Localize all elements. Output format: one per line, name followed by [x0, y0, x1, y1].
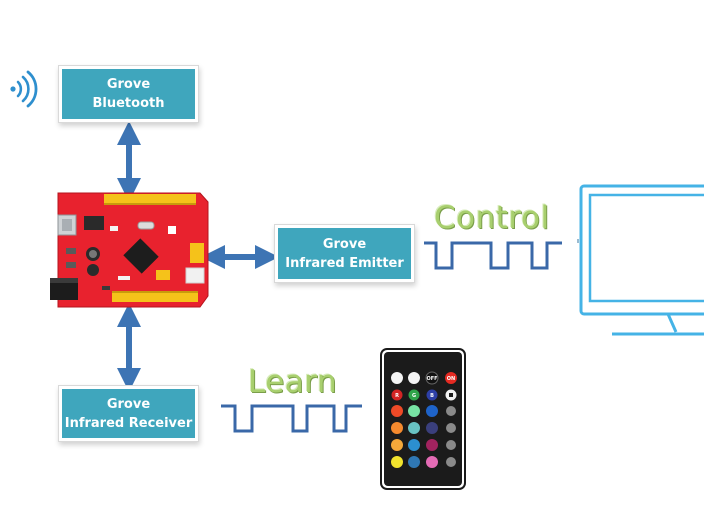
module-line1: Grove [322, 236, 367, 252]
remote-on-label: ON [447, 376, 455, 382]
red-arduino-board [50, 192, 209, 308]
learn-signal-wave [221, 404, 362, 433]
remote-b-label: B [430, 393, 434, 399]
control-signal-wave [424, 241, 562, 270]
tv-monitor-icon [579, 184, 704, 336]
module-line2: Infrared Emitter [285, 255, 404, 271]
remote-off-label: OFF [426, 376, 437, 382]
control-label: Control [434, 200, 550, 236]
wireless-signal-icon [10, 70, 38, 108]
module-line2: Infrared Receiver [64, 415, 193, 431]
grove-infrared-emitter-module: Grove Infrared Emitter [278, 228, 411, 279]
grove-infrared-receiver-module: Grove Infrared Receiver [62, 389, 195, 438]
remote-g-label: G [412, 393, 416, 399]
module-line1: Grove [106, 396, 151, 412]
grove-bluetooth-module: Grove Bluetooth [62, 69, 195, 119]
remote-r-label: R [395, 393, 399, 399]
learn-label: Learn [248, 364, 338, 400]
brightness-down-icon [408, 372, 420, 384]
module-line2: Bluetooth [92, 96, 165, 111]
module-line1: Grove [106, 77, 151, 92]
brightness-up-icon [391, 372, 403, 384]
ir-remote-control: OFF ON R G B [380, 348, 466, 490]
